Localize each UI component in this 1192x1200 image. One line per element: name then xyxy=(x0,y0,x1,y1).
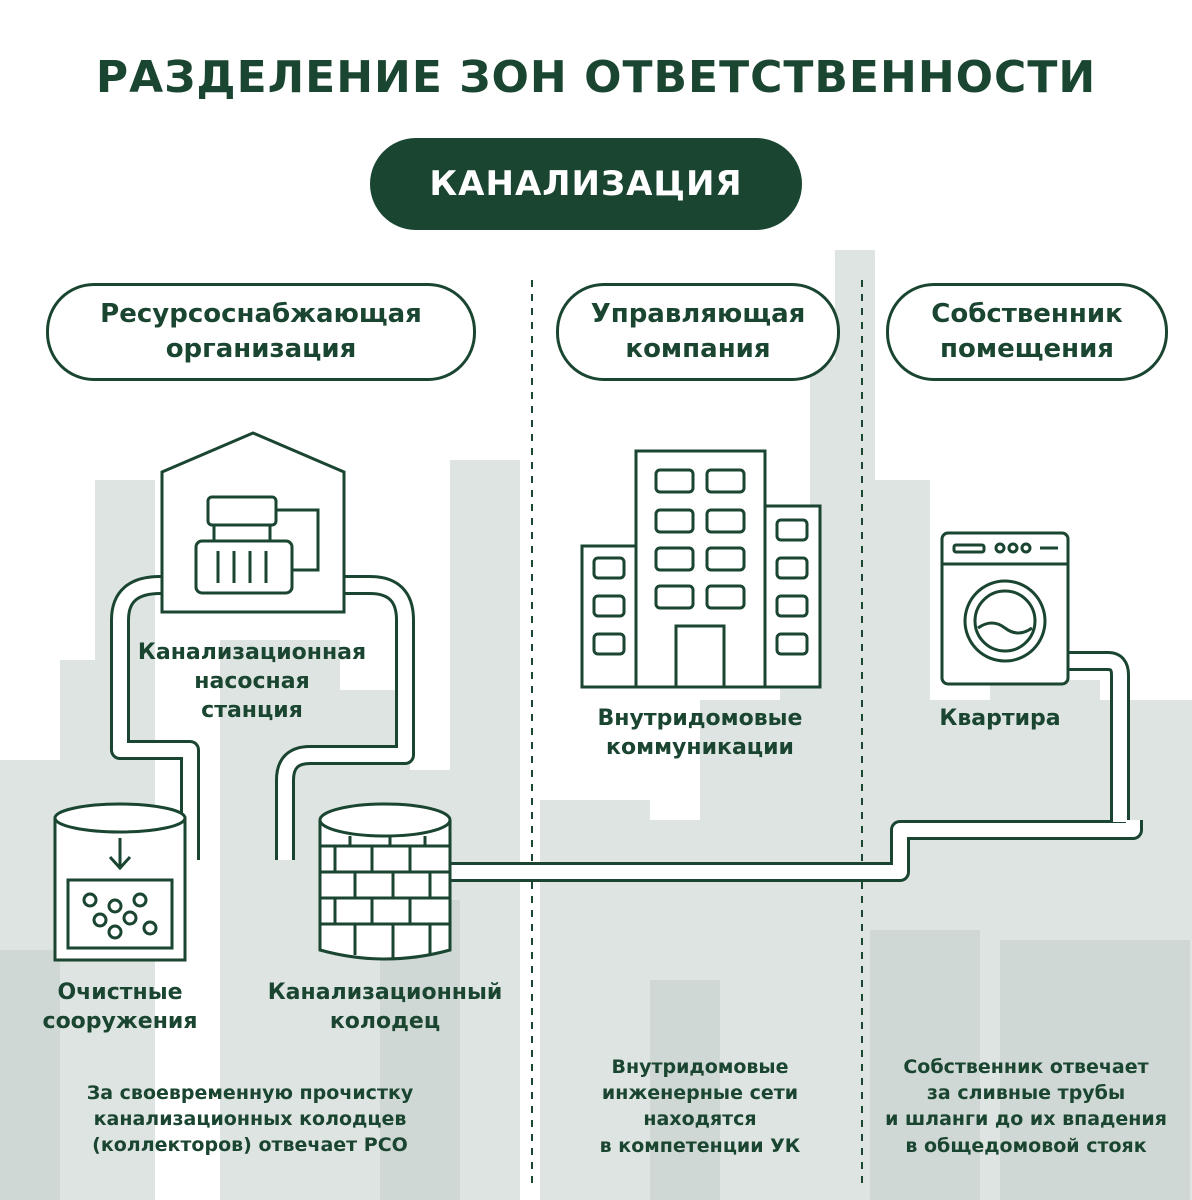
pump-station-icon xyxy=(160,431,346,614)
pump-station-label: Канализационная насосная станция xyxy=(137,640,367,724)
treatment-label: Очистные сооружения xyxy=(42,980,198,1035)
column-header-uk-label: Управляющая компания xyxy=(590,298,806,364)
washing-machine-icon xyxy=(940,531,1070,686)
category-badge: КАНАЛИЗАЦИЯ xyxy=(370,138,802,230)
rso-note: За своевременную прочистку канализационн… xyxy=(86,1082,414,1157)
column-header-uk: Управляющая компания xyxy=(556,283,840,381)
apartment-building-icon xyxy=(580,449,822,689)
sewer-well-icon xyxy=(318,802,452,961)
well-label: Канализационный колодец xyxy=(267,980,503,1035)
sewer-pipes xyxy=(110,575,1143,882)
column-header-owner-label: Собственник помещения xyxy=(931,298,1123,364)
column-header-rso: Ресурсоснабжающая организация xyxy=(46,283,476,381)
page-title: РАЗДЕЛЕНИЕ ЗОН ОТВЕТСТВЕННОСТИ xyxy=(95,52,1097,103)
owner-note: Собственник отвечает за сливные трубы и … xyxy=(885,1056,1167,1157)
apartment-label: Квартира xyxy=(939,706,1061,731)
treatment-tank-icon xyxy=(53,802,187,962)
building-label: Внутридомовые коммуникации xyxy=(597,706,803,761)
uk-note: Внутридомовые инженерные сети находятся … xyxy=(599,1056,801,1157)
column-header-rso-label: Ресурсоснабжающая организация xyxy=(100,298,422,364)
column-header-owner: Собственник помещения xyxy=(886,283,1168,381)
city-skyline-foreground xyxy=(0,900,1190,1200)
